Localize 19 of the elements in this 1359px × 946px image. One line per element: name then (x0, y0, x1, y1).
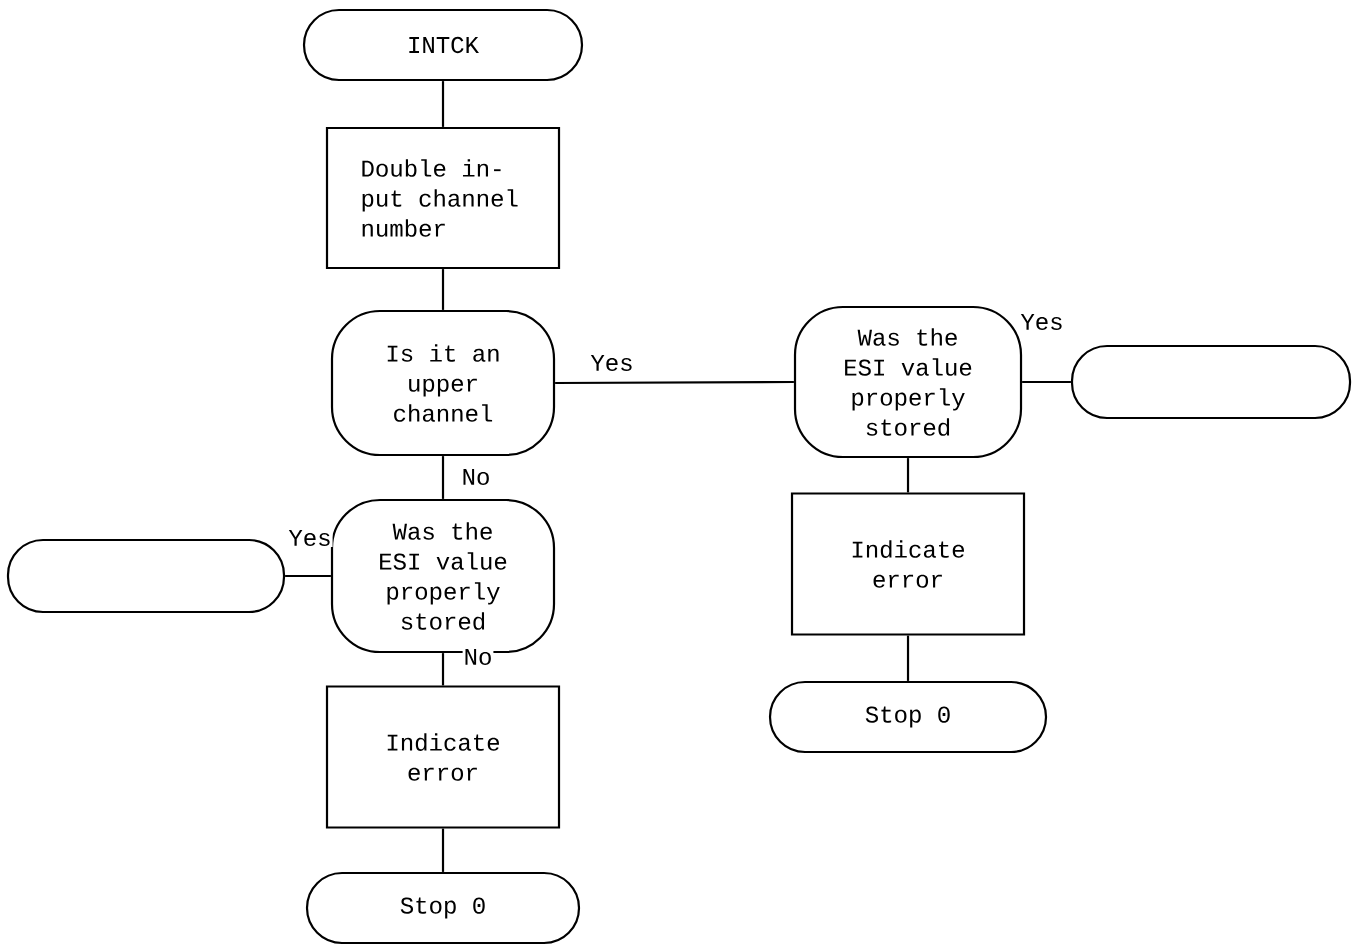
edge-label: Yes (287, 529, 333, 548)
connector-line (285, 574, 331, 578)
connector-line (441, 269, 445, 310)
connector-line (441, 456, 445, 499)
edge-label: No (460, 468, 492, 487)
edge-label: No (462, 648, 494, 667)
edge-label: Yes (589, 354, 635, 373)
connector-line (441, 828, 445, 872)
connector-line (906, 635, 910, 681)
terminal-shape (6, 538, 286, 614)
process-box: Indicate error (790, 492, 1026, 636)
process-box: Indicate error (325, 685, 561, 829)
connector-line (906, 458, 910, 493)
connector-line (1022, 380, 1071, 384)
connector-line (441, 81, 445, 127)
connector-line (441, 653, 445, 686)
terminal-shape (1070, 344, 1352, 420)
process-box: Double in- put channel number (325, 126, 561, 270)
connector-line (555, 380, 794, 385)
